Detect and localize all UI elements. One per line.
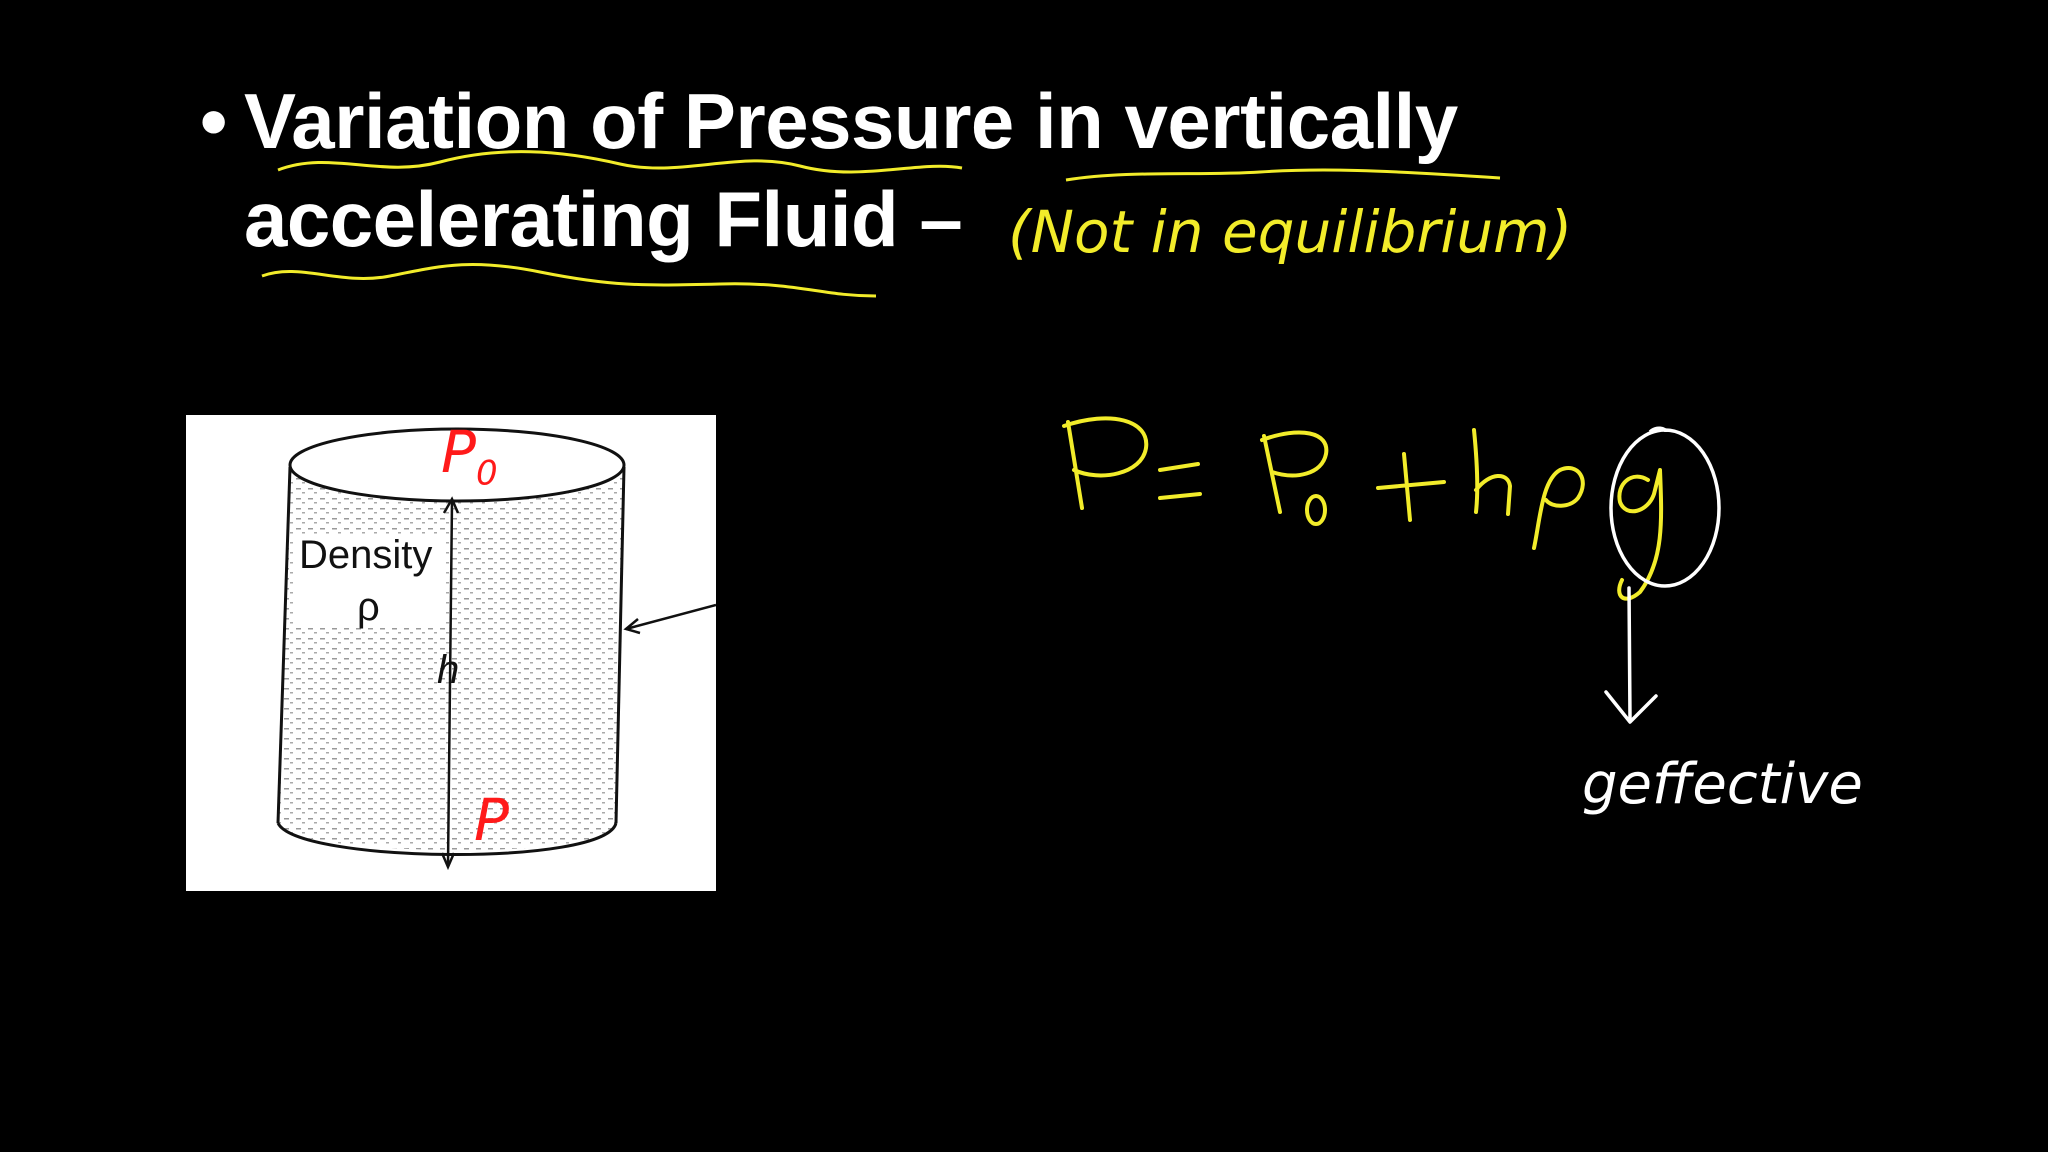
formula-strokes <box>1062 416 1664 601</box>
formula-text: P = P 0 + h ρ g <box>1060 560 1061 561</box>
height-label: h <box>437 648 460 692</box>
underline-1 <box>277 150 963 174</box>
title-line-1: Variation of Pressure in vertically <box>244 77 1458 165</box>
bullet-point: • <box>200 77 227 165</box>
formula-P: P <box>1060 560 1061 561</box>
cylinder-figure: Density ρ h P0 P <box>186 415 716 891</box>
title-line-2: accelerating Fluid – <box>244 175 963 263</box>
underline-2 <box>1065 168 1501 182</box>
arrow-down <box>1604 586 1658 724</box>
annotation-not-in-equilibrium: (Not in equilibrium) <box>1008 198 1573 266</box>
p0-label: P0 <box>441 418 498 494</box>
p-bottom-label: P <box>474 786 509 854</box>
density-label: Density <box>299 533 433 577</box>
g-effective-label: geffective <box>1582 752 1863 817</box>
slide-title: • Variation of Pressure in vertically ac… <box>200 72 1458 268</box>
underline-3 <box>261 262 877 298</box>
rho-label: ρ <box>357 585 380 629</box>
cylinder-drawing <box>276 427 716 871</box>
circle-around-g <box>1609 428 1721 588</box>
